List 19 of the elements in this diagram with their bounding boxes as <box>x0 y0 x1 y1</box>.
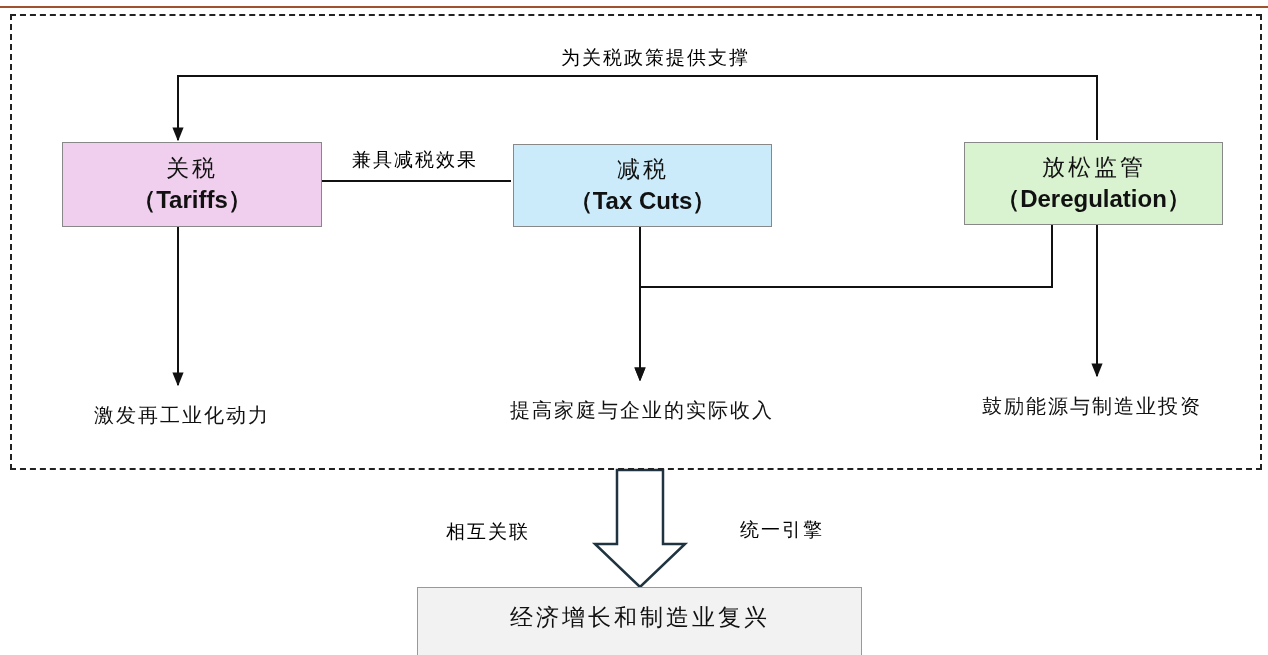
outcome-box <box>417 587 862 655</box>
note-text: 统一引擎 <box>740 518 824 542</box>
box-subtitle: （Tax Cuts） <box>568 185 717 216</box>
connector-arrow <box>172 75 1098 142</box>
note-text: 相互关联 <box>446 520 530 544</box>
policy-box <box>964 142 1223 225</box>
block-arrow <box>591 468 689 589</box>
effect-text: 提高家庭与企业的实际收入 <box>462 382 822 424</box>
box-title: 减税 <box>616 155 669 184</box>
box-title: 关税 <box>166 154 218 183</box>
box-subtitle: （Tariffs） <box>132 184 252 215</box>
effect-text: 鼓励能源与制造业投资 <box>937 378 1247 420</box>
box-subtitle: （Deregulation） <box>996 183 1191 214</box>
effect-text: 激发再工业化动力 <box>62 387 302 429</box>
policy-box <box>513 144 772 227</box>
dashed-group-frame <box>10 14 1262 470</box>
box-title: 经济增长和制造业复兴 <box>509 604 770 632</box>
box-title: 放松监管 <box>1041 153 1146 182</box>
policy-box <box>62 142 322 227</box>
